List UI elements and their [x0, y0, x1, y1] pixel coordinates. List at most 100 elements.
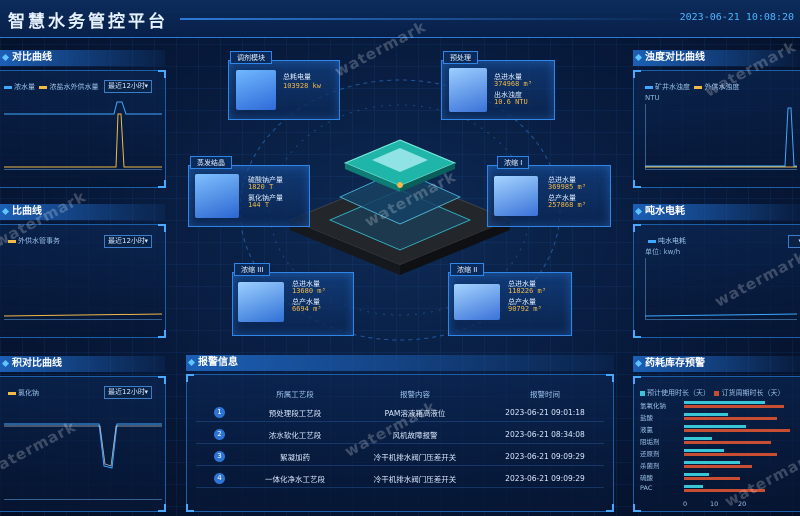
legend-swatch-blue — [4, 85, 12, 89]
left-panel-3-legend: 氯化钠 — [8, 388, 39, 398]
metric-value: 144 T — [248, 201, 270, 209]
chevron-down-icon: ▾ — [144, 388, 148, 396]
bar-order-cycle — [684, 489, 765, 492]
cell-time: 2023-06-21 09:09:29 — [505, 452, 585, 461]
card-concentration-2-tab: 浓缩 II — [450, 263, 485, 276]
right-panel-2-lines — [645, 313, 797, 317]
corner-decoration — [158, 224, 166, 232]
series-line-blue — [4, 423, 162, 469]
legend-swatch-orange — [8, 239, 16, 243]
bar-order-cycle — [684, 477, 740, 480]
metric-value: 13680 m³ — [292, 287, 326, 295]
metric-label: 总进水量 — [548, 176, 576, 184]
left-panel-3-range-select[interactable]: 最近12小时▾ — [104, 386, 152, 399]
series-line-orange — [4, 313, 162, 317]
bar-category-label: 硫酸 — [640, 474, 653, 482]
right-panel-2-legend: 吨水电耗 — [648, 236, 686, 246]
membrane-unit-icon — [454, 284, 500, 320]
table-row[interactable]: 2 浓水软化工艺段 风机故障报警 2023-06-21 08:34:08 — [196, 426, 604, 444]
legend-swatch-orange — [39, 85, 48, 89]
pump-equipment-icon — [236, 70, 276, 110]
metric-value: 6694 m³ — [292, 305, 322, 313]
corner-decoration — [633, 70, 641, 78]
x-axis — [4, 169, 162, 170]
right-panel-1-title: 浊度对比曲线 — [633, 50, 800, 66]
chip-node — [397, 182, 403, 188]
corner-decoration — [158, 376, 166, 384]
legend-swatch-blue — [645, 85, 653, 89]
table-row[interactable]: 1 预处理段工艺段 PAM溶液箱高液位 2023-06-21 09:01:18 — [196, 404, 604, 422]
bar-order-cycle — [684, 441, 772, 444]
cell-section: 浓水软化工艺段 — [268, 431, 322, 440]
alarm-panel — [186, 374, 614, 512]
row-number-badge: 4 — [214, 473, 225, 484]
legend-swatch-blue — [648, 239, 656, 243]
right-panel-1-y-unit: NTU — [645, 94, 660, 102]
bar-order-cycle — [684, 405, 784, 408]
x-tick: 20 — [738, 500, 747, 508]
bar-category-label: 阻垢剂 — [640, 438, 660, 446]
metric-label: 总产水量 — [508, 298, 536, 306]
corner-decoration — [633, 224, 641, 232]
corner-decoration — [633, 504, 641, 512]
bar-order-cycle — [684, 465, 753, 468]
table-row[interactable]: 4 一体化净水工艺段 冷干机排水阀门压差开关 2023-06-21 09:09:… — [196, 470, 604, 488]
metric-value: 10.6 NTU — [494, 98, 528, 106]
metric-label: 总耗电量 — [283, 73, 311, 81]
metric-value: 103928 kw — [283, 82, 321, 90]
right-panel-2-range-select[interactable]: ▾ — [788, 235, 800, 248]
series-line-blue — [645, 313, 797, 317]
metric-value: 1820 T — [248, 183, 274, 191]
cell-time: 2023-06-21 09:09:29 — [505, 474, 585, 483]
evaporator-icon — [195, 174, 239, 218]
chevron-down-icon: ▾ — [144, 237, 148, 245]
left-panel-1-plot — [4, 100, 162, 170]
platform-side-left — [290, 220, 400, 275]
bar-category-label: PAC — [640, 484, 653, 492]
chip-core — [372, 148, 428, 172]
metric-label: 总进水量 — [292, 280, 320, 288]
bar-usage — [684, 425, 747, 428]
right-panel-1-legend: 矿井水浊度 外供水浊度 — [645, 82, 739, 92]
x-axis — [4, 499, 162, 500]
cell-section: 预处理段工艺段 — [268, 409, 322, 418]
bar-category-label: 盐酸 — [640, 414, 653, 422]
legend-swatch-orange — [8, 391, 16, 395]
x-axis — [645, 319, 797, 320]
cell-content: 冷干机排水阀门压差开关 — [373, 475, 457, 484]
left-panel-1-range-select[interactable]: 最近12小时▾ — [104, 80, 152, 93]
corner-decoration — [158, 180, 166, 188]
corner-decoration — [158, 70, 166, 78]
header: 智慧水务管控平台 2023-06-21 10:08:20 — [0, 0, 800, 38]
dual-tank-icon — [238, 282, 284, 322]
cell-content: 风机故障报警 — [392, 431, 438, 440]
right-panel-2-plot — [645, 258, 797, 320]
card-concentration-1-tab: 浓缩 I — [497, 156, 530, 169]
left-panel-1-legend: 浓水量 浓盐水外供水量 — [4, 82, 98, 92]
x-tick: 10 — [710, 500, 719, 508]
row-number-badge: 1 — [214, 407, 225, 418]
left-panel-2-lines — [4, 313, 162, 317]
series-line-orange — [4, 113, 162, 168]
card-evaporation-tab: 蒸发结晶 — [190, 156, 232, 169]
bar-usage — [684, 473, 709, 476]
left-panel-3-lines — [4, 423, 162, 469]
bar-order-cycle — [684, 417, 778, 420]
series-line-blue — [645, 107, 797, 167]
left-panel-2-title: 比曲线 — [0, 204, 165, 220]
cell-section: 一体化净水工艺段 — [265, 475, 325, 484]
bar-order-cycle — [684, 429, 790, 432]
corner-decoration — [606, 504, 614, 512]
bar-usage — [684, 413, 728, 416]
left-panel-2-range-select[interactable]: 最近12小时▾ — [104, 235, 152, 248]
chevron-down-icon: ▾ — [798, 236, 800, 247]
central-diagram — [239, 79, 561, 341]
bar-usage — [684, 401, 765, 404]
row-number-badge: 3 — [214, 451, 225, 462]
row-number-badge: 2 — [214, 429, 225, 440]
table-row[interactable]: 3 絮凝加药 冷干机排水阀门压差开关 2023-06-21 09:09:29 — [196, 448, 604, 466]
chip-top-side-left — [345, 163, 400, 192]
x-tick: 0 — [683, 500, 688, 508]
corner-decoration — [158, 330, 166, 338]
left-panel-3-title: 积对比曲线 — [0, 356, 165, 372]
